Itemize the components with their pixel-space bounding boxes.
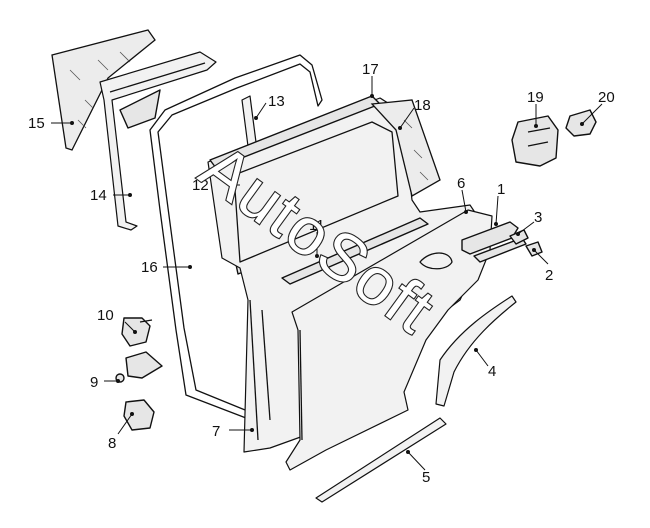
callout-18: 18 xyxy=(414,97,431,114)
part-19-door-latch xyxy=(511,115,559,167)
callout-2: 2 xyxy=(545,267,553,284)
callout-9: 9 xyxy=(90,374,98,391)
callout-8: 8 xyxy=(108,435,116,452)
callout-4: 4 xyxy=(488,363,496,380)
callout-19: 19 xyxy=(527,89,544,106)
part-1-outer-handle xyxy=(461,221,527,263)
callout-7: 7 xyxy=(212,423,220,440)
part-11-belt-molding xyxy=(281,217,429,285)
callout-1: 1 xyxy=(497,181,505,198)
part-14-glass-run-channel xyxy=(99,51,217,231)
part-5-sill-trim xyxy=(315,417,447,503)
part-15-door-glass xyxy=(51,29,156,151)
callout-20: 20 xyxy=(598,89,615,106)
callout-6: 6 xyxy=(457,175,465,192)
part-18-quarter-glass xyxy=(370,99,441,197)
callout-13: 13 xyxy=(268,93,285,110)
callout-15: 15 xyxy=(28,115,45,132)
part-6-outer-door-skin xyxy=(285,209,493,471)
callout-labels: 1 2 3 4 5 6 7 8 9 10 11 12 13 14 15 16 1… xyxy=(28,61,615,486)
callout-10: 10 xyxy=(97,307,114,324)
callout-14: 14 xyxy=(90,187,107,204)
leader-lines xyxy=(51,76,603,471)
callout-5: 5 xyxy=(422,469,430,486)
callout-16: 16 xyxy=(141,259,158,276)
callout-3: 3 xyxy=(534,209,542,226)
part-16-door-frame-seal xyxy=(149,54,323,419)
callout-17: 17 xyxy=(362,61,379,78)
part-4-rear-arch-trim xyxy=(435,295,517,407)
callout-11: 11 xyxy=(309,217,325,234)
part-7-door-shell xyxy=(207,97,481,453)
part-9-door-check xyxy=(115,351,163,383)
part-3-handle-cap xyxy=(509,229,529,245)
callout-12: 12 xyxy=(192,177,209,194)
part-8-lower-hinge xyxy=(123,399,155,431)
